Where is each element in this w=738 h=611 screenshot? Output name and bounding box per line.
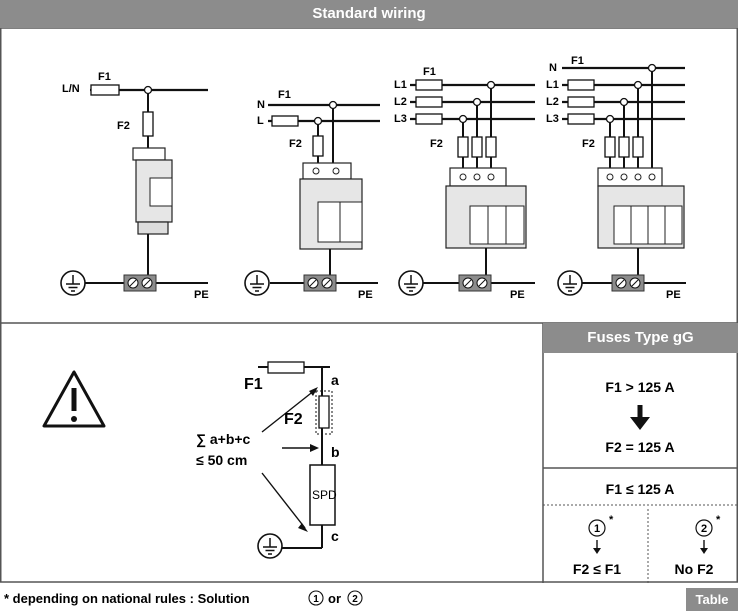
pe-label: PE (194, 289, 209, 301)
fuse-label-f1: F1 (571, 55, 584, 67)
footnote-text: * depending on national rules : Solution (4, 591, 250, 606)
distance-label-c: c (331, 528, 339, 544)
footnote-option1: 1 (313, 594, 319, 605)
limit-label: ≤ 50 cm (196, 452, 247, 468)
line-label-l2: L2 (394, 96, 407, 108)
wiring-diagram-single-phase-ln: L/N F1 F2 PE (60, 71, 209, 301)
fuse-case2-condition: F1 ≤ 125 A (606, 481, 675, 497)
fuse-label-f1: F1 (423, 66, 436, 78)
option2-number: 2 (701, 523, 707, 535)
pe-label: PE (666, 289, 681, 301)
footnote-or: or (328, 591, 341, 606)
distance-label-b: b (331, 444, 340, 460)
distance-label-a: a (331, 372, 339, 388)
wiring-diagram-single-phase-nl: N L F1 F2 PE (244, 89, 380, 301)
fuse-label-f2: F2 (430, 138, 443, 150)
fuse-label-f2: F2 (582, 138, 595, 150)
line-label-n: N (257, 99, 265, 111)
line-label-l: L (257, 115, 264, 127)
pe-label: PE (510, 289, 525, 301)
fuse-label-f2: F2 (117, 120, 130, 132)
detail-label-f2: F2 (284, 411, 303, 428)
spd-label: SPD (312, 488, 337, 502)
line-label-ln: L/N (62, 83, 80, 95)
fuse-case1-condition: F1 > 125 A (605, 379, 674, 395)
line-label-l3: L3 (546, 113, 559, 125)
pe-label: PE (358, 289, 373, 301)
footnote-option2: 2 (352, 594, 358, 605)
fuse-table-title: Fuses Type gG (543, 323, 738, 353)
option2-asterisk: * (716, 514, 721, 526)
wiring-diagram-panel: L/N F1 F2 PE N L F1 F2 PE (0, 28, 738, 583)
option1-result: F2 ≤ F1 (573, 561, 621, 577)
option2-result: No F2 (675, 561, 714, 577)
wiring-diagram-three-phase-neutral: N L1 L2 L3 F1 F2 PE (546, 55, 686, 301)
line-label-l3: L3 (394, 113, 407, 125)
fuse-table: F1 > 125 A F2 = 125 A F1 ≤ 125 A 1 * F2 … (543, 379, 738, 583)
line-label-l1: L1 (546, 79, 559, 91)
fuse-label-f1: F1 (278, 89, 291, 101)
fuse-case1-result: F2 = 125 A (605, 439, 674, 455)
spd-connection-detail: F1 F2 a b c ∑ a+b+c ≤ 50 cm SPD (196, 361, 340, 559)
section-title: Standard wiring (0, 0, 738, 28)
option1-number: 1 (594, 523, 600, 535)
fuse-label-f1: F1 (98, 71, 111, 83)
line-label-l2: L2 (546, 96, 559, 108)
sum-label: ∑ a+b+c (196, 431, 251, 448)
warning-icon (42, 370, 106, 428)
table-tag: Table (686, 588, 738, 611)
detail-label-f1: F1 (244, 376, 263, 393)
line-label-n: N (549, 62, 557, 74)
fuse-label-f2: F2 (289, 138, 302, 150)
footnote: * depending on national rules : Solution… (4, 590, 363, 606)
line-label-l1: L1 (394, 79, 407, 91)
option1-asterisk: * (609, 514, 614, 526)
wiring-diagram-three-phase: L1 L2 L3 F1 F2 PE (394, 66, 535, 301)
